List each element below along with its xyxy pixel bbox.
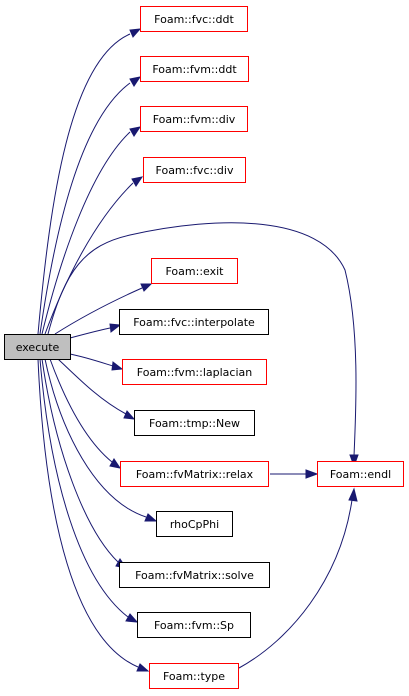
graph-node-rhocpphi[interactable]: rhoCpPhi: [156, 511, 233, 537]
edge-execute-exit: [54, 287, 143, 335]
node-label: rhoCpPhi: [170, 518, 219, 531]
edge-arrowhead: [136, 663, 150, 672]
edge-arrowhead: [109, 323, 122, 333]
node-label: Foam::exit: [166, 265, 225, 278]
graph-node-exit[interactable]: Foam::exit: [151, 258, 238, 284]
node-label: Foam::fvMatrix::solve: [135, 569, 254, 582]
edge-execute-fvc-interpolate: [69, 327, 111, 339]
graph-node-type[interactable]: Foam::type: [149, 663, 239, 689]
node-label: Foam::tmp::New: [149, 417, 240, 430]
root-node-label: execute: [16, 341, 60, 354]
graph-node-fvmatrix-solve[interactable]: Foam::fvMatrix::solve: [119, 562, 270, 588]
graph-node-fvm-laplacian[interactable]: Foam::fvm::laplacian: [122, 359, 267, 385]
edge-arrowhead: [140, 283, 153, 292]
edge-arrowhead: [125, 613, 139, 623]
edge-arrowhead: [123, 410, 136, 420]
node-label: Foam::type: [163, 670, 225, 683]
node-label: Foam::fvm::ddt: [152, 63, 237, 76]
graph-node-fvm-sp[interactable]: Foam::fvm::Sp: [137, 612, 251, 638]
edge-arrowhead: [109, 458, 122, 469]
node-label: Foam::fvm::div: [153, 113, 236, 126]
graph-node-fvm-div[interactable]: Foam::fvm::div: [140, 106, 248, 132]
graph-node-fvc-ddt[interactable]: Foam::fvc::ddt: [140, 6, 248, 32]
node-label: Foam::fvc::interpolate: [133, 316, 255, 329]
graph-node-fvc-interpolate[interactable]: Foam::fvc::interpolate: [119, 309, 269, 335]
edge-execute-fvm-ddt: [39, 82, 131, 335]
edge-execute-tmp-new: [57, 358, 127, 415]
node-label: Foam::fvc::div: [156, 164, 234, 177]
edge-arrowhead: [131, 176, 144, 187]
node-label: Foam::fvMatrix::relax: [136, 468, 254, 481]
nodes: Foam::fvc::ddt Foam::fvm::ddt Foam::fvm:…: [4, 6, 404, 689]
edge-execute-fvc-ddt: [37, 33, 131, 335]
edge-arrowhead: [129, 76, 142, 87]
node-label: Foam::fvm::Sp: [154, 619, 234, 632]
edge-execute-rhocpphi: [44, 358, 147, 518]
edge-arrowhead: [144, 513, 158, 522]
edge-arrowhead: [111, 361, 124, 371]
graph-node-root-execute[interactable]: execute: [4, 334, 71, 360]
node-label: Foam::fvc::ddt: [154, 13, 234, 26]
edge-arrowhead: [305, 469, 319, 479]
edge-execute-fvm-div: [41, 131, 131, 335]
graph-node-tmp-new[interactable]: Foam::tmp::New: [134, 410, 255, 436]
edge-arrowhead: [348, 487, 358, 502]
edge-arrowhead: [349, 454, 359, 468]
edge-execute-fvmatrix-solve: [41, 358, 119, 563]
node-label: Foam::endl: [330, 468, 391, 481]
graph-node-fvm-ddt[interactable]: Foam::fvm::ddt: [140, 56, 249, 82]
edge-execute-fvm-sp: [39, 358, 129, 618]
edge-execute-fvm-laplacian: [69, 353, 114, 367]
edge-type-endl: [238, 499, 353, 669]
edge-arrowhead: [129, 126, 142, 137]
graph-node-fvc-div[interactable]: Foam::fvc::div: [143, 157, 246, 183]
edge-execute-endl: [47, 222, 357, 457]
edge-execute-fvc-div: [44, 182, 134, 335]
node-label: Foam::fvm::laplacian: [137, 366, 252, 379]
edges: [37, 28, 359, 672]
graph-node-fvmatrix-relax[interactable]: Foam::fvMatrix::relax: [120, 461, 269, 487]
graph-node-endl[interactable]: Foam::endl: [317, 461, 404, 487]
edge-execute-type: [37, 358, 139, 668]
edge-execute-fvmatrix-relax: [49, 358, 113, 463]
edge-arrowhead: [129, 28, 142, 38]
